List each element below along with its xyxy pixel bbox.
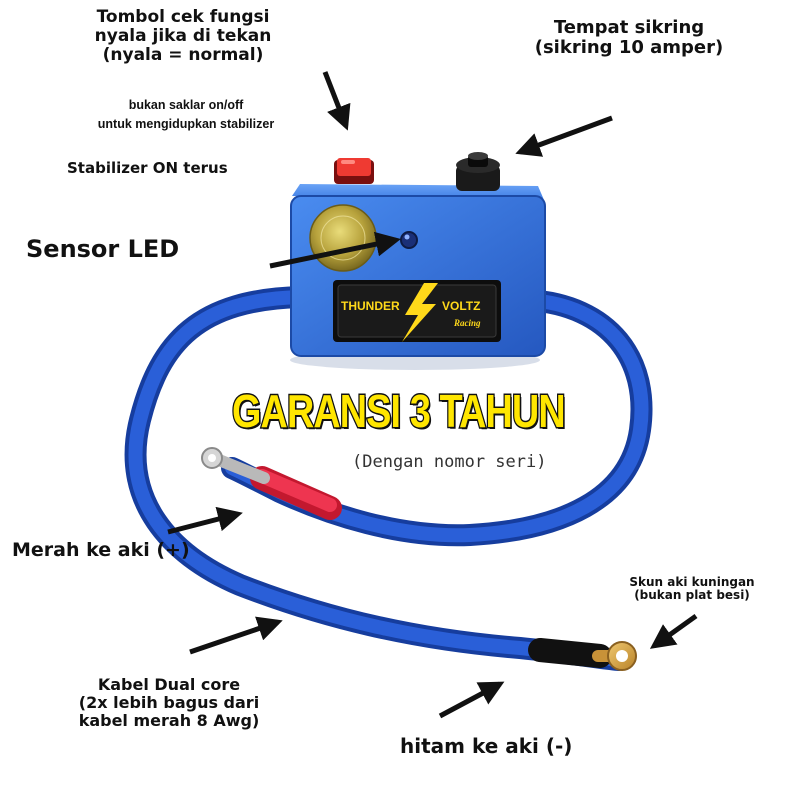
label-bukan-saklar: bukan saklar on/off untuk mengidupkan st…: [97, 98, 275, 131]
arrow-to-led: [269, 231, 401, 269]
hologram-sticker: [309, 204, 377, 272]
annotation-arrows: [167, 71, 698, 719]
brand-sub-text: Racing: [454, 318, 481, 328]
arrow-to-red-cable: [167, 506, 243, 535]
arrow-to-black-cable: [438, 681, 505, 719]
label-kabel: Kabel Dual core (2x lebih bagus dari kab…: [78, 675, 260, 730]
test-button: [334, 158, 374, 184]
label-tempat-sikring: Tempat sikring (sikring 10 amper): [534, 17, 724, 59]
label-stabilizer-on: Stabilizer ON terus: [67, 159, 228, 177]
arrow-to-button: [322, 71, 351, 131]
arrow-to-brass-terminal: [649, 613, 698, 649]
stabilizer-box: [290, 184, 546, 357]
fuse-holder: [456, 152, 500, 191]
warranty-text: GARANSI 3 TAHUN: [231, 384, 567, 439]
label-hitam: hitam ke aki (-): [400, 734, 573, 758]
label-sensor-led: Sensor LED: [26, 235, 180, 263]
red-terminal: [201, 447, 342, 520]
arrow-to-fuse: [515, 115, 613, 157]
serial-note: (Dengan nomor seri): [352, 452, 547, 472]
label-skun: Skun aki kuningan (bukan plat besi): [629, 575, 755, 603]
label-tombol: Tombol cek fungsi nyala jika di tekan (n…: [94, 7, 272, 66]
led-indicator: [400, 231, 418, 249]
lightning-bolt-icon: [402, 283, 438, 342]
brand-left-text: THUNDER: [341, 299, 400, 313]
arrow-to-cable: [189, 616, 283, 655]
brand-right-text: VOLTZ: [442, 299, 481, 313]
black-terminal: [528, 638, 637, 671]
label-merah: Merah ke aki (+): [12, 539, 190, 561]
